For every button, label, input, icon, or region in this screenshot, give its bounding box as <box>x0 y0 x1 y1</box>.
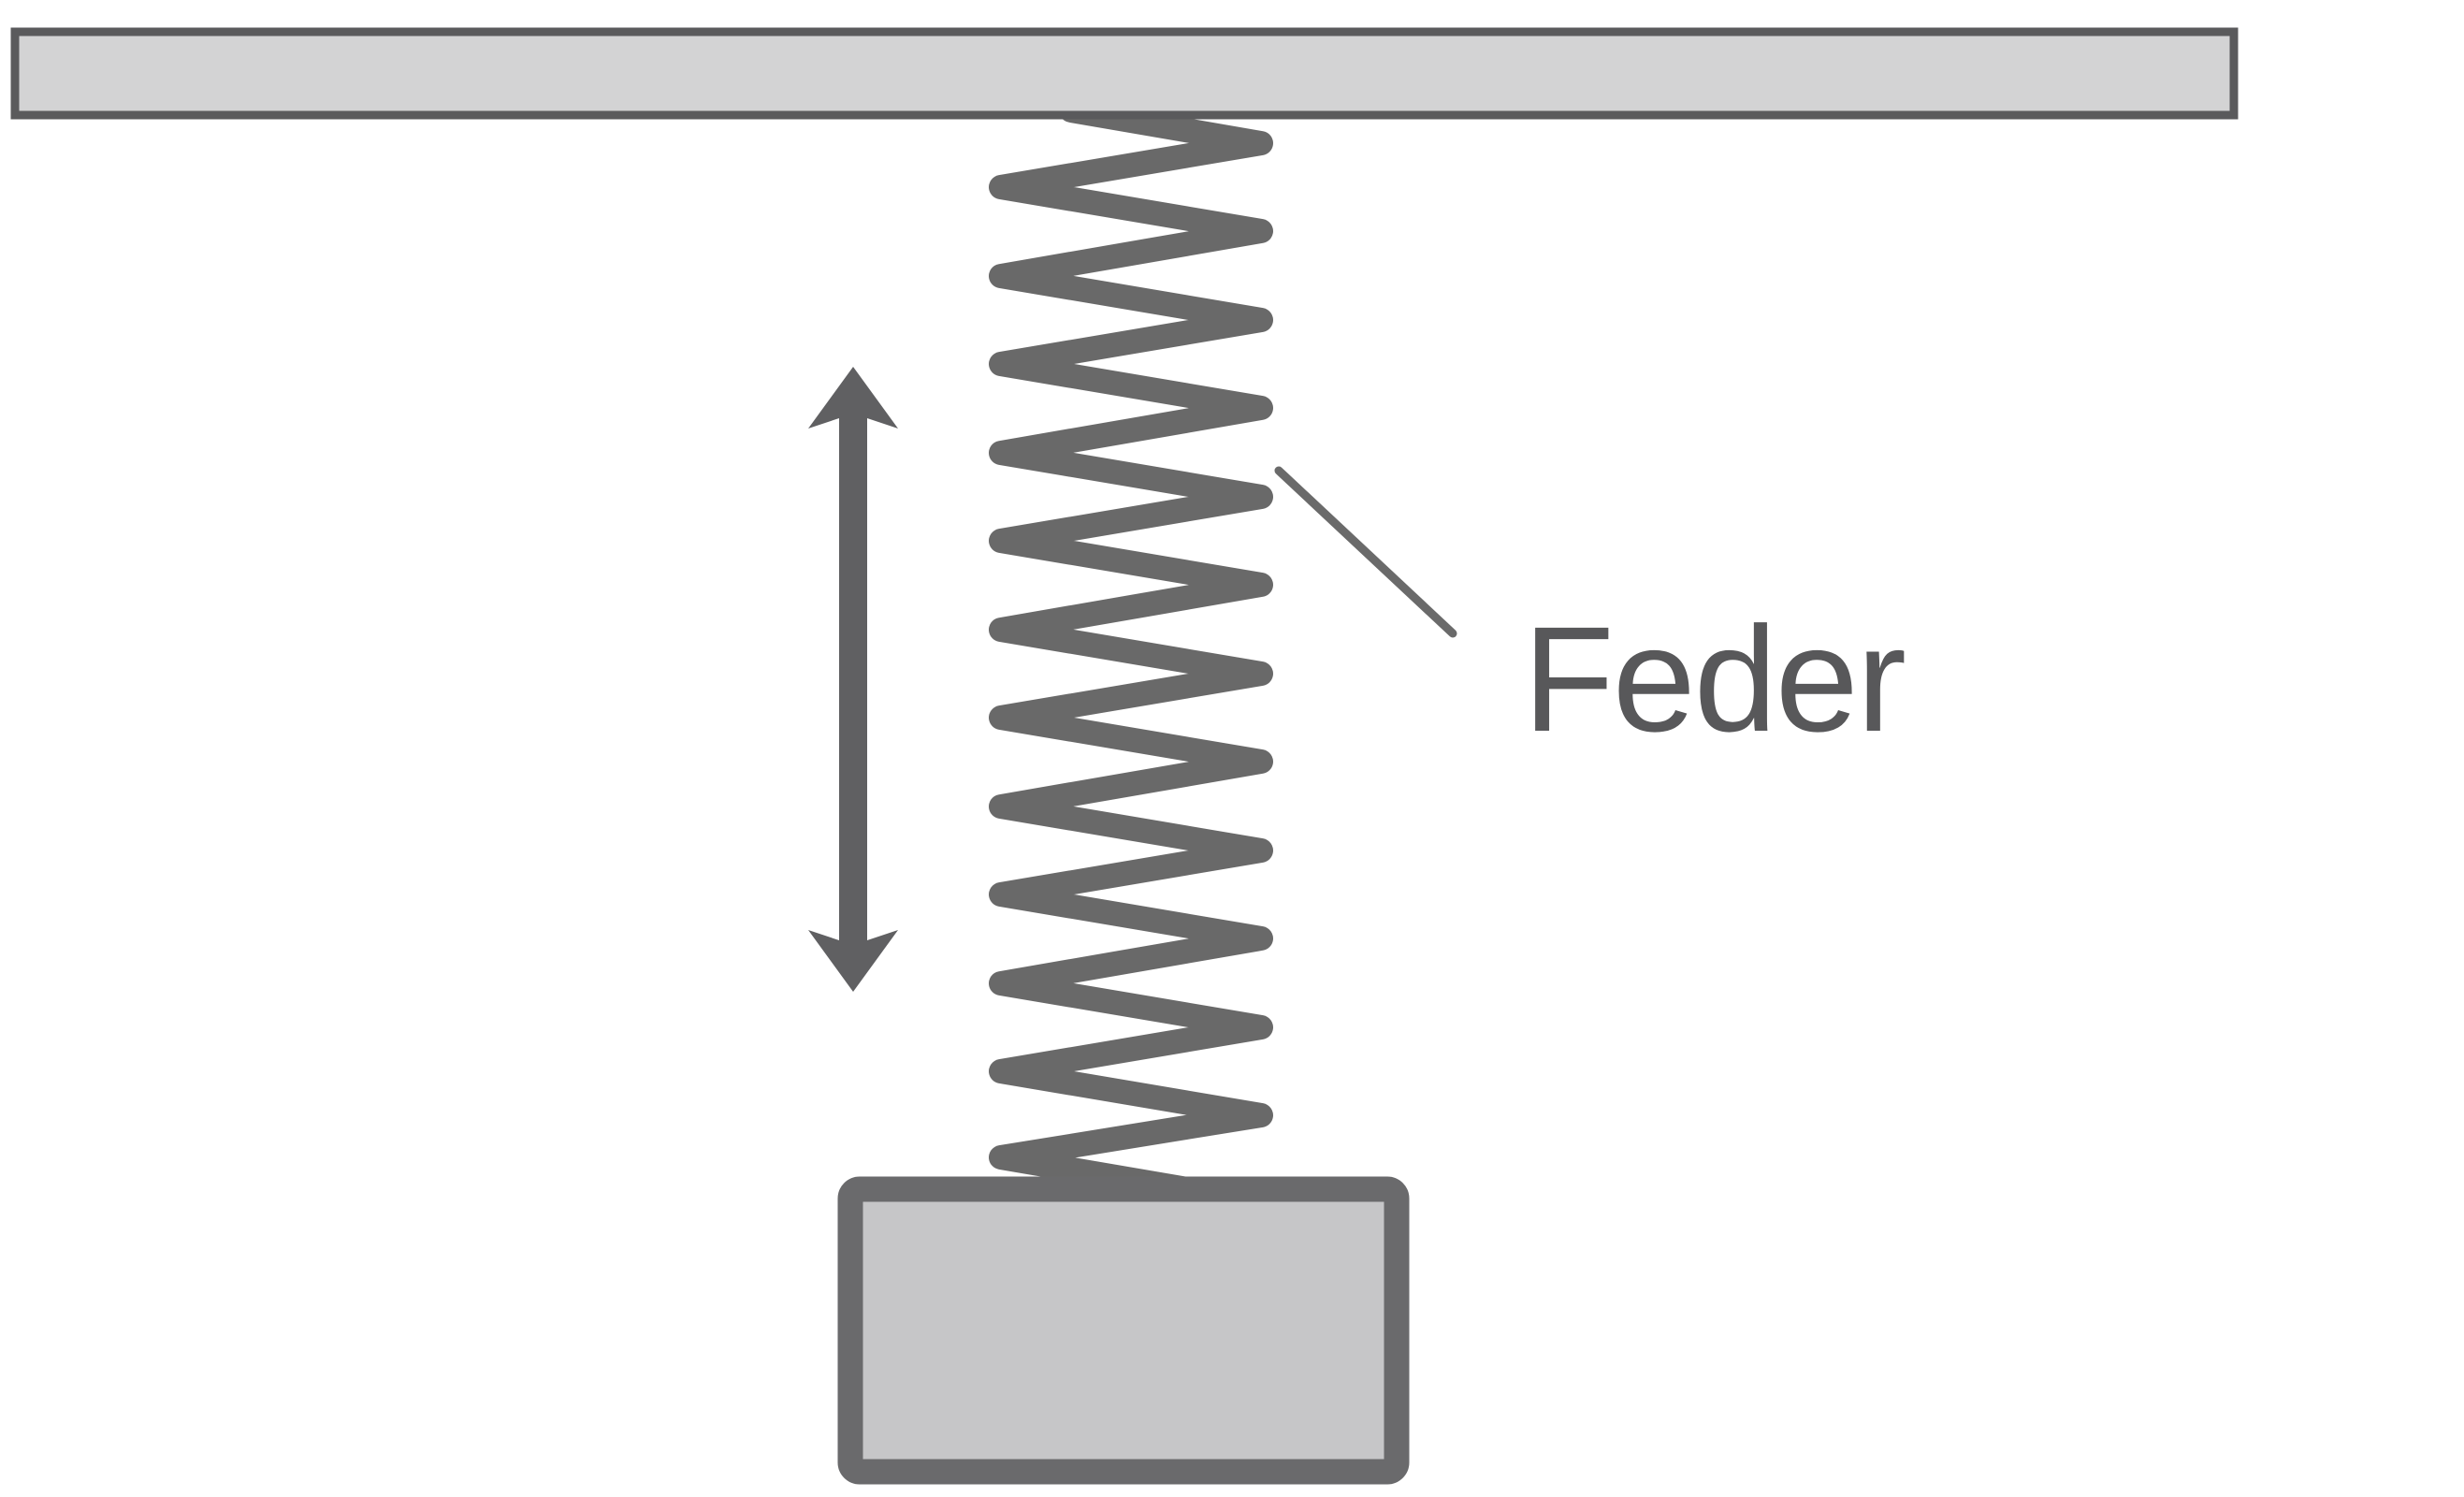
ceiling-bar <box>10 27 2239 120</box>
oscillation-arrow-icon <box>808 367 898 992</box>
spring-label: Feder <box>1523 595 1905 763</box>
label-leader-line <box>1274 466 1457 638</box>
coil-spring-icon <box>989 98 1273 1202</box>
mass-block <box>837 1176 1410 1485</box>
